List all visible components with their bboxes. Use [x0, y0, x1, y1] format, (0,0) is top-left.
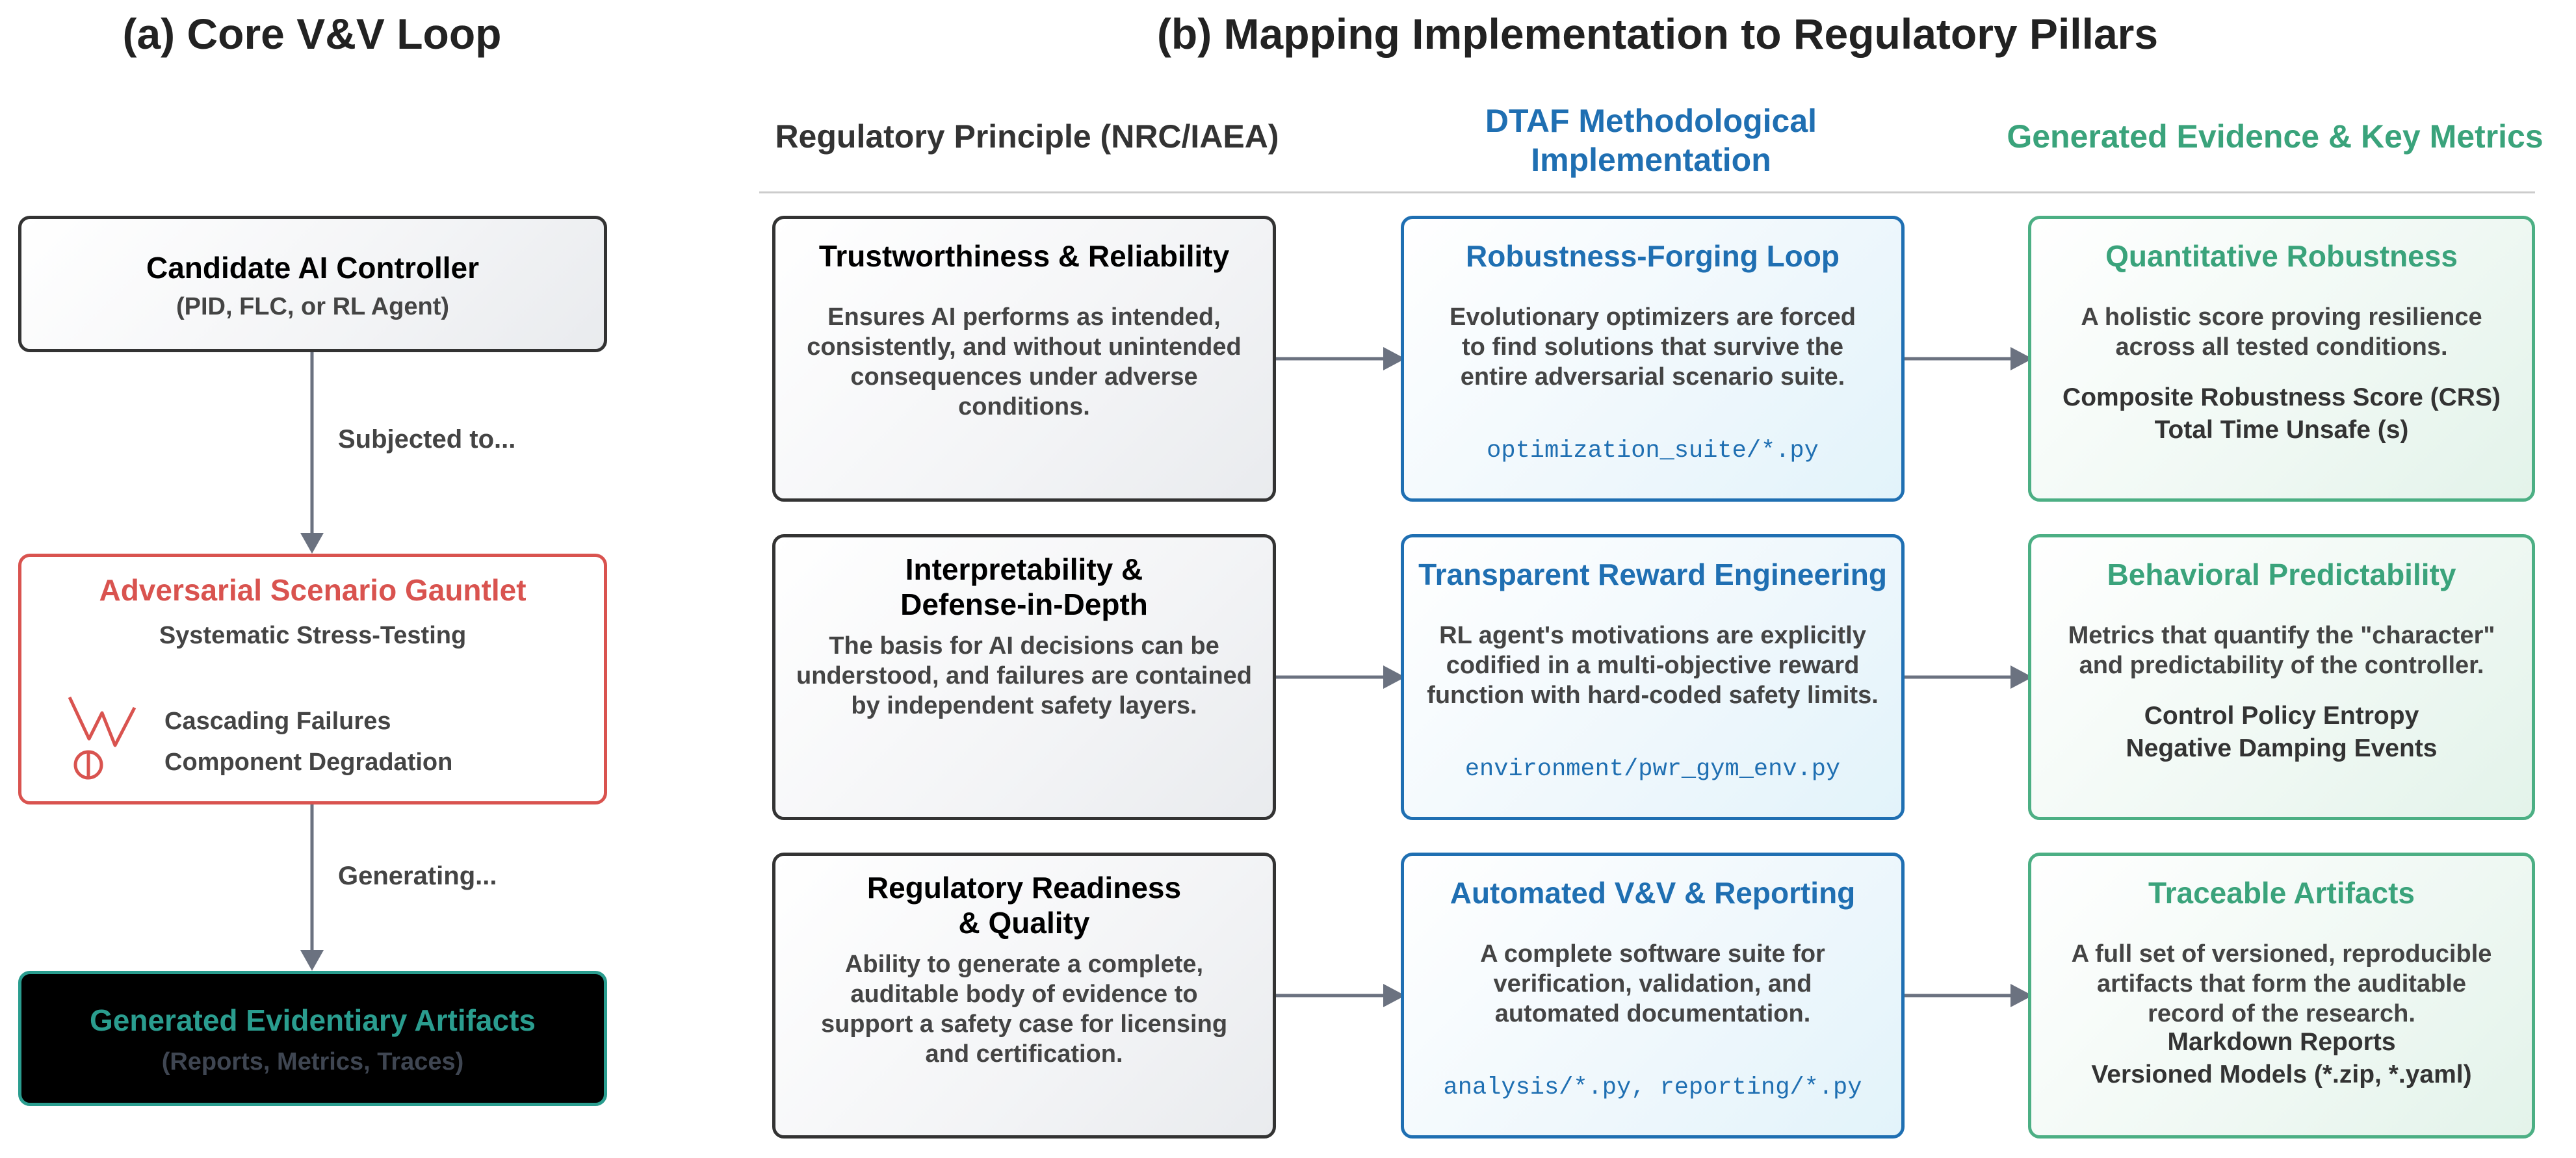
column-header-principle: Regulatory Principle (NRC/IAEA) [775, 118, 1279, 155]
title-line: Regulatory Readiness [866, 871, 1182, 905]
row1-evidence-title: Quantitative Robustness [2105, 239, 2458, 273]
gauntlet-subtitle: Systematic Stress-Testing [159, 622, 467, 649]
desc-line: understood, and failures are contained [796, 662, 1252, 689]
row2-implementation-box: Transparent Reward Engineering RL agent'… [1401, 534, 1905, 820]
desc-line: codified in a multi-objective reward [1446, 652, 1860, 679]
row3-implementation-desc: A complete software suite for verificati… [1404, 939, 1901, 1029]
gauntlet-box: Adversarial Scenario Gauntlet Systematic… [18, 554, 607, 804]
desc-line: auditable body of evidence to [850, 981, 1198, 1008]
row3-implementation-title: Automated V&V & Reporting [1450, 876, 1856, 910]
metric-line: Control Policy Entropy [2144, 702, 2419, 730]
title-line: Defense-in-Depth [900, 587, 1148, 621]
metric-line: Negative Damping Events [2126, 734, 2438, 762]
row2-implementation-desc: RL agent's motivations are explicitly co… [1404, 621, 1901, 710]
desc-line: conditions. [958, 393, 1090, 420]
desc-line: Ability to generate a complete, [844, 951, 1204, 978]
title-line: & Quality [958, 906, 1090, 940]
desc-line: verification, validation, and [1493, 970, 1812, 997]
row3-implementation-box: Automated V&V & Reporting A complete sof… [1401, 853, 1905, 1139]
row1-code-path: optimization_suite/*.py [1487, 437, 1819, 465]
panel-a-title: (a) Core V&V Loop [122, 10, 502, 58]
desc-line: RL agent's motivations are explicitly [1439, 622, 1866, 649]
metric-line: Versioned Models (*.zip, *.yaml) [2091, 1061, 2472, 1088]
desc-line: consistently, and without unintended [807, 333, 1242, 361]
desc-line: A full set of versioned, reproducible [2071, 940, 2492, 968]
row1-principle-desc: Ensures AI performs as intended, consist… [775, 302, 1273, 422]
column-header-implementation-line1: DTAF Methodological [1485, 103, 1817, 139]
desc-line: Metrics that quantify the "character" [2068, 622, 2495, 649]
desc-line: consequences under adverse [850, 363, 1198, 391]
row3-evidence-title: Traceable Artifacts [2148, 876, 2415, 910]
flow-arrow-gauntlet-to-artifacts [300, 804, 324, 971]
row1-implementation-desc: Evolutionary optimizers are forced to fi… [1404, 302, 1901, 392]
row2-evidence-box: Behavioral Predictability Metrics that q… [2028, 534, 2535, 820]
column-header-evidence: Generated Evidence & Key Metrics [2007, 118, 2543, 155]
desc-line: automated documentation. [1494, 1000, 1811, 1027]
artifacts-box: Generated Evidentiary Artifacts (Reports… [18, 971, 607, 1106]
row2-evidence-title: Behavioral Predictability [2107, 558, 2456, 591]
desc-line: and certification. [925, 1040, 1123, 1068]
row3-principle-box: Regulatory Readiness & Quality Ability t… [772, 853, 1276, 1139]
row3-principle-title: Regulatory Readiness & Quality [775, 870, 1273, 940]
title-line: Interpretability & [905, 552, 1143, 586]
artifacts-title: Generated Evidentiary Artifacts [90, 1003, 536, 1037]
row3-principle-desc: Ability to generate a complete, auditabl… [775, 949, 1273, 1069]
column-header-implementation-line2: Implementation [1531, 142, 1771, 178]
row3-evidence-box: Traceable Artifacts A full set of versio… [2028, 853, 2535, 1139]
metric-line: Markdown Reports [2167, 1028, 2396, 1056]
row3-arrows [1276, 984, 2033, 1007]
controller-subtitle: (PID, FLC, or RL Agent) [176, 293, 450, 320]
desc-line: A holistic score proving resilience [2081, 303, 2482, 331]
row1-evidence-metrics: Composite Robustness Score (CRS) Total T… [2031, 381, 2532, 446]
gauntlet-item-degradation: Component Degradation [164, 749, 453, 776]
desc-line: and predictability of the controller. [2079, 652, 2484, 679]
row3-code-path: analysis/*.py, reporting/*.py [1443, 1074, 1862, 1101]
desc-line: Ensures AI performs as intended, [827, 303, 1221, 331]
metric-line: Total Time Unsafe (s) [2154, 416, 2409, 444]
row1-implementation-box: Robustness-Forging Loop Evolutionary opt… [1401, 216, 1905, 502]
gauntlet-title: Adversarial Scenario Gauntlet [99, 573, 527, 607]
controller-title: Candidate AI Controller [146, 251, 479, 285]
flow-arrow-controller-to-gauntlet [300, 352, 324, 554]
desc-line: Evolutionary optimizers are forced [1449, 303, 1856, 331]
artifacts-subtitle: (Reports, Metrics, Traces) [161, 1048, 464, 1075]
desc-line: artifacts that form the auditable [2097, 970, 2466, 997]
metric-line: Composite Robustness Score (CRS) [2062, 383, 2501, 411]
desc-line: entire adversarial scenario suite. [1460, 363, 1845, 391]
row2-implementation-title: Transparent Reward Engineering [1418, 558, 1887, 591]
panel-b-title: (b) Mapping Implementation to Regulatory… [1156, 10, 2159, 58]
row2-principle-desc: The basis for AI decisions can be unders… [775, 631, 1273, 721]
degradation-gauge-icon [73, 750, 103, 780]
desc-line: record of the research. [2148, 1000, 2415, 1027]
row1-evidence-box: Quantitative Robustness A holistic score… [2028, 216, 2535, 502]
desc-line: support a safety case for licensing [820, 1010, 1228, 1038]
row2-principle-title: Interpretability & Defense-in-Depth [775, 552, 1273, 622]
desc-line: across all tested conditions. [2115, 333, 2448, 361]
row1-principle-box: Trustworthiness & Reliability Ensures AI… [772, 216, 1276, 502]
desc-line: to find solutions that survive the [1462, 333, 1843, 361]
gauntlet-item-cascading: Cascading Failures [164, 708, 391, 735]
row1-principle-title: Trustworthiness & Reliability [818, 239, 1230, 273]
row2-evidence-desc: Metrics that quantify the "character" an… [2031, 621, 2532, 680]
row3-evidence-desc: A full set of versioned, reproducible ar… [2031, 939, 2532, 1029]
desc-line: The basis for AI decisions can be [829, 632, 1219, 660]
row2-code-path: environment/pwr_gym_env.py [1464, 756, 1841, 783]
row2-evidence-metrics: Control Policy Entropy Negative Damping … [2031, 700, 2532, 765]
row2-arrows [1276, 665, 2033, 689]
failure-zigzag-icon [68, 696, 137, 747]
column-header-implementation: DTAF Methodological Implementation [1391, 101, 1911, 179]
edge-label-subjected: Subjected to... [338, 425, 516, 454]
row3-evidence-metrics: Markdown Reports Versioned Models (*.zip… [2031, 1026, 2532, 1091]
controller-box: Candidate AI Controller (PID, FLC, or RL… [18, 216, 607, 352]
desc-line: A complete software suite for [1480, 940, 1825, 968]
edge-label-generating: Generating... [338, 862, 497, 890]
row1-implementation-title: Robustness-Forging Loop [1466, 239, 1840, 273]
row1-evidence-desc: A holistic score proving resilience acro… [2031, 302, 2532, 362]
desc-line: by independent safety layers. [851, 692, 1197, 719]
row2-principle-box: Interpretability & Defense-in-Depth The … [772, 534, 1276, 820]
desc-line: function with hard-coded safety limits. [1427, 682, 1879, 709]
row1-arrows [1276, 347, 2033, 370]
